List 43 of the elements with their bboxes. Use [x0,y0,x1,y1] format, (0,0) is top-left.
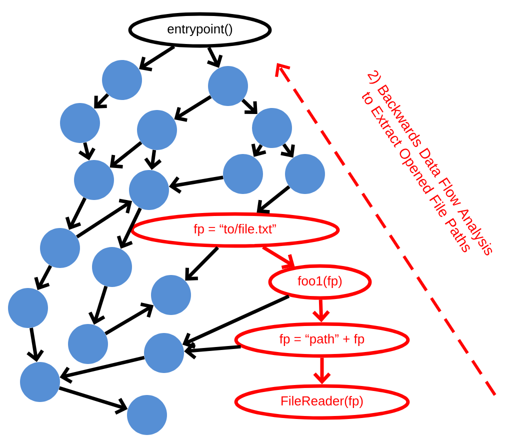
arrow [94,93,110,109]
arrow [116,207,142,249]
arrow [251,144,266,157]
arrow [34,265,52,290]
arrow [206,46,223,68]
arrow [144,150,162,170]
arrow [60,356,145,384]
arrow [174,95,212,122]
arrow [280,143,295,158]
circle-node [151,275,191,315]
arrow [256,185,290,214]
circle-node [208,66,248,106]
arrow [76,198,132,238]
circle-node [40,228,80,268]
circle-node [127,395,167,435]
circle-node [102,60,142,100]
arrow [104,302,154,336]
arrow [313,358,331,384]
circle-node [223,154,263,194]
circle-node [144,333,184,373]
arrow [139,45,176,72]
arrow [185,246,220,281]
arrow [65,197,87,230]
circle-node [60,103,100,143]
circle-node [137,110,177,150]
circle-node [68,324,108,364]
arrow [182,294,290,349]
arrow [184,342,241,360]
circle-node [8,288,48,328]
arrow [312,300,330,322]
circle-node [74,160,114,200]
circle-node [20,362,60,402]
circle-node [285,154,325,194]
circle-node [129,170,169,210]
circle-node [252,108,292,148]
circle-node [92,247,132,287]
arrow [110,141,142,168]
arrow [241,98,258,114]
arrow [88,286,108,325]
arrow [168,176,224,194]
arrow [58,386,128,415]
arrow [26,328,44,362]
arrow [262,246,295,270]
